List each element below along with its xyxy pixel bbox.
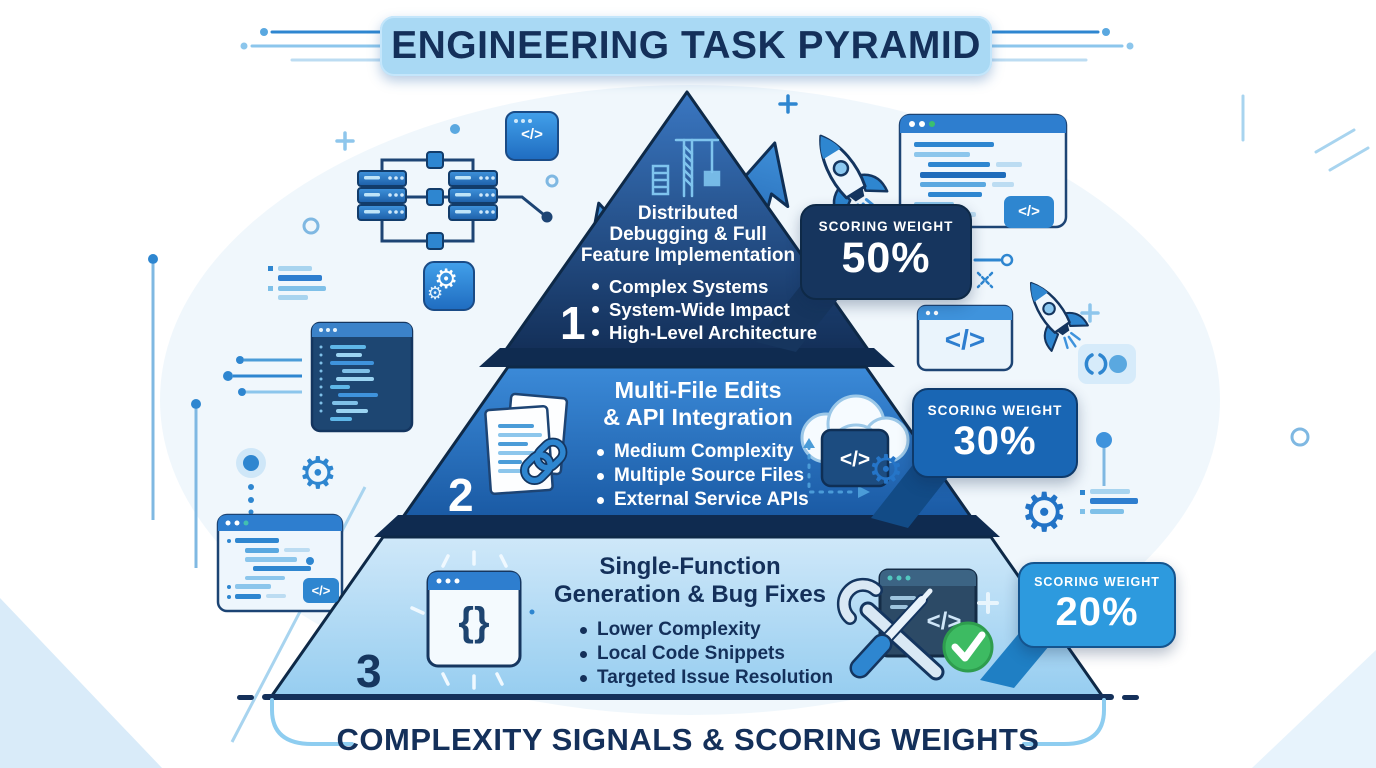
crane-icon: [651, 138, 721, 198]
gear-icon: ⚙: [1020, 481, 1069, 544]
tier3-text: Single-Function Generation & Bug Fixes L…: [538, 553, 842, 690]
code-icon: </>: [944, 324, 986, 355]
bullet-dot: [580, 650, 587, 658]
bullet-dot: [592, 306, 599, 313]
scoring-weight-value: 20%: [1055, 590, 1139, 634]
tier3-bullets: Lower Complexity Local Code Snippets Tar…: [538, 618, 842, 690]
code-window-small-icon: [505, 111, 559, 161]
plus-icon: [335, 94, 1100, 614]
code-icon: </>: [521, 126, 543, 143]
bullet-item: Local Code Snippets: [580, 642, 842, 666]
tier3-title-line: Single-Function: [599, 553, 781, 580]
bullet-item: Lower Complexity: [580, 618, 842, 642]
wrench-icon: [836, 577, 945, 681]
corner-lines-top-right: [1241, 94, 1370, 172]
text-lines-left: [268, 266, 326, 300]
footer-caption: COMPLEXITY SIGNALS & SCORING WEIGHTS: [336, 722, 1040, 757]
corner-wedge-bottom-right: [1252, 650, 1376, 768]
scoring-weight-label: SCORING WEIGHT: [818, 219, 954, 234]
bullet-dot: [597, 448, 604, 456]
tier1-level-number: 1: [560, 297, 586, 349]
server-cluster-icon: [357, 151, 553, 250]
bullet-dot: [580, 674, 587, 682]
title-banner: ENGINEERING TASK PYRAMID: [380, 16, 992, 76]
scoring-weight-badge-tier1: SCORING WEIGHT 50%: [800, 204, 972, 300]
gear-icon: ⚙: [868, 447, 904, 493]
tools-code-icon: [836, 568, 994, 681]
bullet-item: System-Wide Impact: [592, 298, 820, 321]
gear-icon: ⚙: [434, 264, 459, 295]
circuit-traces-left: [148, 254, 302, 568]
bullet-dot: [597, 472, 604, 480]
tier1-text: Distributed Debugging & Full Feature Imp…: [556, 203, 820, 344]
scatter-dots: [302, 124, 559, 565]
scoring-weight-label: SCORING WEIGHT: [927, 403, 1063, 418]
bullet-dot: [597, 496, 604, 504]
screwdriver-icon: [849, 588, 933, 679]
documents-link-icon: [484, 392, 569, 496]
gears-app-icon: [423, 261, 475, 311]
tier-ledge-1: [479, 348, 895, 367]
bullet-item: Targeted Issue Resolution: [580, 666, 842, 690]
bullet-item: Multiple Source Files: [597, 464, 837, 488]
code-icon: </>: [839, 448, 871, 471]
bracket-left: [270, 698, 354, 746]
bracket-right: [1022, 698, 1106, 746]
tier1-bullets: Complex Systems System-Wide Impact High-…: [556, 275, 820, 344]
bullet-dot: [580, 626, 587, 634]
gear-icon: ⚙: [427, 283, 444, 304]
x-mark-icon: [976, 271, 994, 289]
tier-ledge-2: [374, 515, 1000, 537]
tier2-title-line: & API Integration: [603, 404, 793, 430]
check-icon: [942, 621, 994, 673]
braces-icon: {}: [458, 600, 490, 644]
banner-circuit-right: [990, 28, 1134, 62]
code-editor-icon: [310, 321, 414, 433]
scoring-weight-value: 50%: [841, 234, 931, 282]
bullet-item: Medium Complexity: [597, 440, 837, 464]
bullet-item: Complex Systems: [592, 275, 820, 298]
circuit-traces-right: [1080, 427, 1310, 514]
base-line: [237, 694, 1139, 700]
scoring-weight-value: 30%: [953, 419, 1037, 463]
line-with-ring-icon: [973, 253, 1014, 267]
braces-window-icon: [410, 550, 535, 690]
code-icon: </>: [1004, 196, 1054, 228]
tier2-text: Multi-File Edits & API Integration Mediu…: [559, 377, 837, 512]
bullet-dot: [592, 283, 599, 290]
tier1-title-line: Distributed: [637, 203, 739, 224]
code-icon: </>: [926, 608, 962, 635]
tier2-title-line: Multi-File Edits: [614, 377, 782, 403]
tier3-level-number: 3: [356, 645, 382, 697]
badge-pointer-30: [871, 462, 952, 528]
code-window-icon-right: [916, 304, 1014, 372]
cloud-code-icon: [800, 394, 910, 498]
toggle-chip-icon: [1078, 344, 1136, 384]
badge-pointer-50: [756, 284, 842, 352]
tier2-level-number: 2: [448, 469, 474, 521]
bullet-item: External Service APIs: [597, 488, 837, 512]
dashed-arrow: [807, 444, 860, 494]
tier2-bullets: Medium Complexity Multiple Source Files …: [559, 440, 837, 512]
bullet-item: High-Level Architecture: [592, 321, 820, 344]
scoring-weight-label: SCORING WEIGHT: [1034, 575, 1160, 589]
gear-icon: ⚙: [298, 448, 338, 499]
tier1-title-line: Feature Implementation: [580, 245, 796, 266]
bullet-dot: [592, 329, 599, 336]
banner-circuit-left: [240, 28, 382, 62]
page-title: ENGINEERING TASK PYRAMID: [391, 24, 981, 67]
scoring-weight-badge-tier2: SCORING WEIGHT 30%: [912, 388, 1078, 478]
code-icon: </>: [303, 578, 339, 603]
tier1-title-line: Debugging & Full: [609, 224, 767, 245]
corner-wedge-bottom-left: [0, 598, 162, 768]
tier3-title-line: Generation & Bug Fixes: [553, 581, 827, 608]
scoring-weight-badge-tier3: SCORING WEIGHT 20%: [1018, 562, 1176, 648]
